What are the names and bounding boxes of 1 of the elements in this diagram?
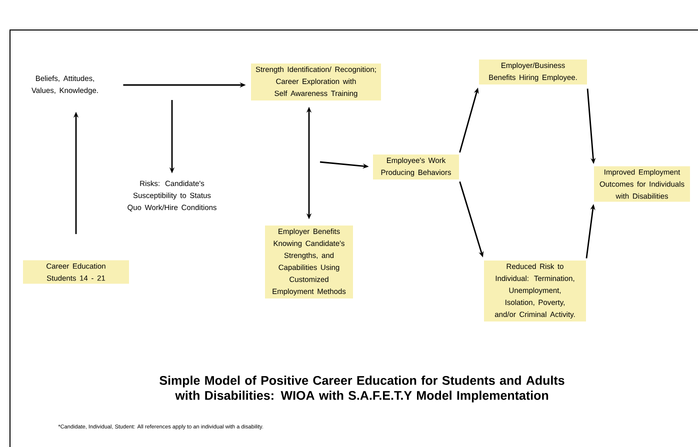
title: Simple Model of Positive Career Education for Students and Adults with Disabilities: WIOA with S.A.F.E.T.Y Model Implementation bbox=[160, 376, 564, 402]
